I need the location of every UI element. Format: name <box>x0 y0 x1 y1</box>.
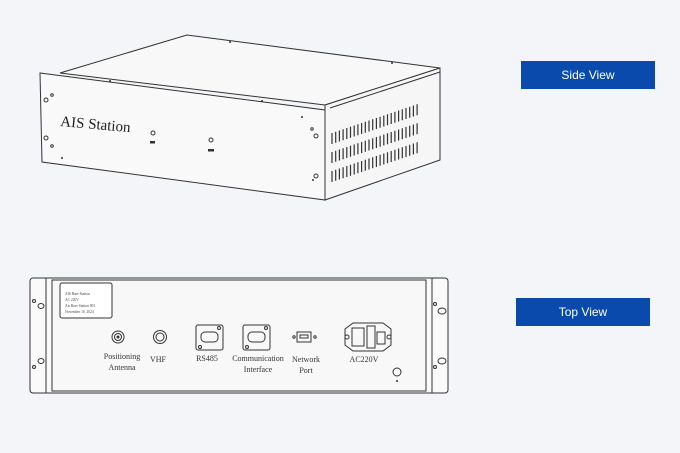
vhf-connector <box>153 330 167 344</box>
svg-text:Ais Base Station 001: Ais Base Station 001 <box>65 304 95 308</box>
positioning-antenna-connector <box>111 330 125 344</box>
svg-text:Communication: Communication <box>232 354 284 363</box>
side-view-button[interactable]: Side View <box>521 61 655 89</box>
svg-text:RS485: RS485 <box>196 354 218 363</box>
svg-text:Port: Port <box>299 366 313 375</box>
svg-text:Antenna: Antenna <box>108 363 136 372</box>
svg-text:AIS Base Station: AIS Base Station <box>65 292 90 296</box>
nameplate <box>59 282 113 319</box>
svg-text:Positioning: Positioning <box>104 352 140 361</box>
svg-text:November 10, 2024: November 10, 2024 <box>65 310 94 315</box>
svg-text:VHF: VHF <box>150 355 167 364</box>
ground-terminal <box>392 367 402 377</box>
vent-slots <box>331 104 418 182</box>
top-view-drawing: AIS Base Station AC 220V Ais Base Statio… <box>29 277 449 394</box>
svg-text:Network: Network <box>292 355 320 364</box>
rs485-connector <box>195 324 224 351</box>
side-front-label: AIS Station <box>60 114 132 136</box>
top-view-button[interactable]: Top View <box>516 298 650 326</box>
svg-text:Interface: Interface <box>244 365 273 374</box>
side-view-drawing: AIS Station <box>39 34 441 201</box>
ac220v-inlet <box>344 322 392 352</box>
svg-text:AC220V: AC220V <box>350 355 379 364</box>
communication-interface-connector <box>242 324 271 351</box>
network-port-connector <box>292 331 317 343</box>
svg-text:AC 220V: AC 220V <box>65 298 79 302</box>
